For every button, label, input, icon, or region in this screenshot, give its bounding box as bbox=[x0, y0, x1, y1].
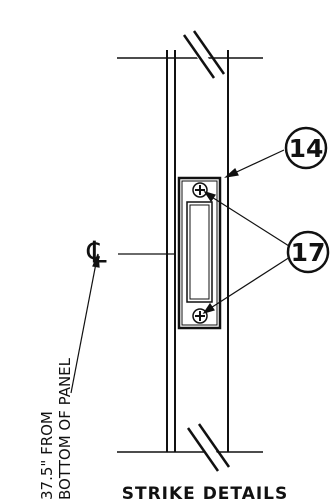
callout-17-circle bbox=[286, 230, 330, 274]
bottom-break-lines bbox=[117, 423, 263, 472]
door-jamb bbox=[166, 50, 229, 452]
bottom-break-mark bbox=[188, 425, 228, 470]
callout-14-circle bbox=[284, 126, 328, 170]
strike-plate-inner-border bbox=[181, 180, 218, 326]
note-line-2: BOTTOM OF PANEL bbox=[56, 357, 74, 500]
strike-plate bbox=[177, 176, 222, 330]
leader-lines bbox=[70, 149, 291, 394]
mounting-height-note: 37.5" FROM BOTTOM OF PANEL bbox=[38, 357, 74, 500]
callout-14-label: 14 bbox=[289, 134, 324, 163]
drawing-title: STRIKE DETAILS bbox=[122, 484, 289, 500]
strike-plate-outline bbox=[177, 176, 222, 330]
callout-17-label: 17 bbox=[291, 238, 326, 267]
callout-17: 17 bbox=[286, 230, 330, 274]
callout-14: 14 bbox=[284, 126, 328, 170]
note-line-1: 37.5" FROM bbox=[38, 411, 56, 500]
strike-opening bbox=[186, 201, 213, 303]
screw-bottom bbox=[192, 308, 208, 324]
centerline-symbol: ℄ bbox=[86, 236, 106, 271]
strike-opening-inner bbox=[189, 204, 210, 300]
top-break-lines bbox=[117, 30, 263, 82]
screw-top bbox=[192, 182, 208, 198]
